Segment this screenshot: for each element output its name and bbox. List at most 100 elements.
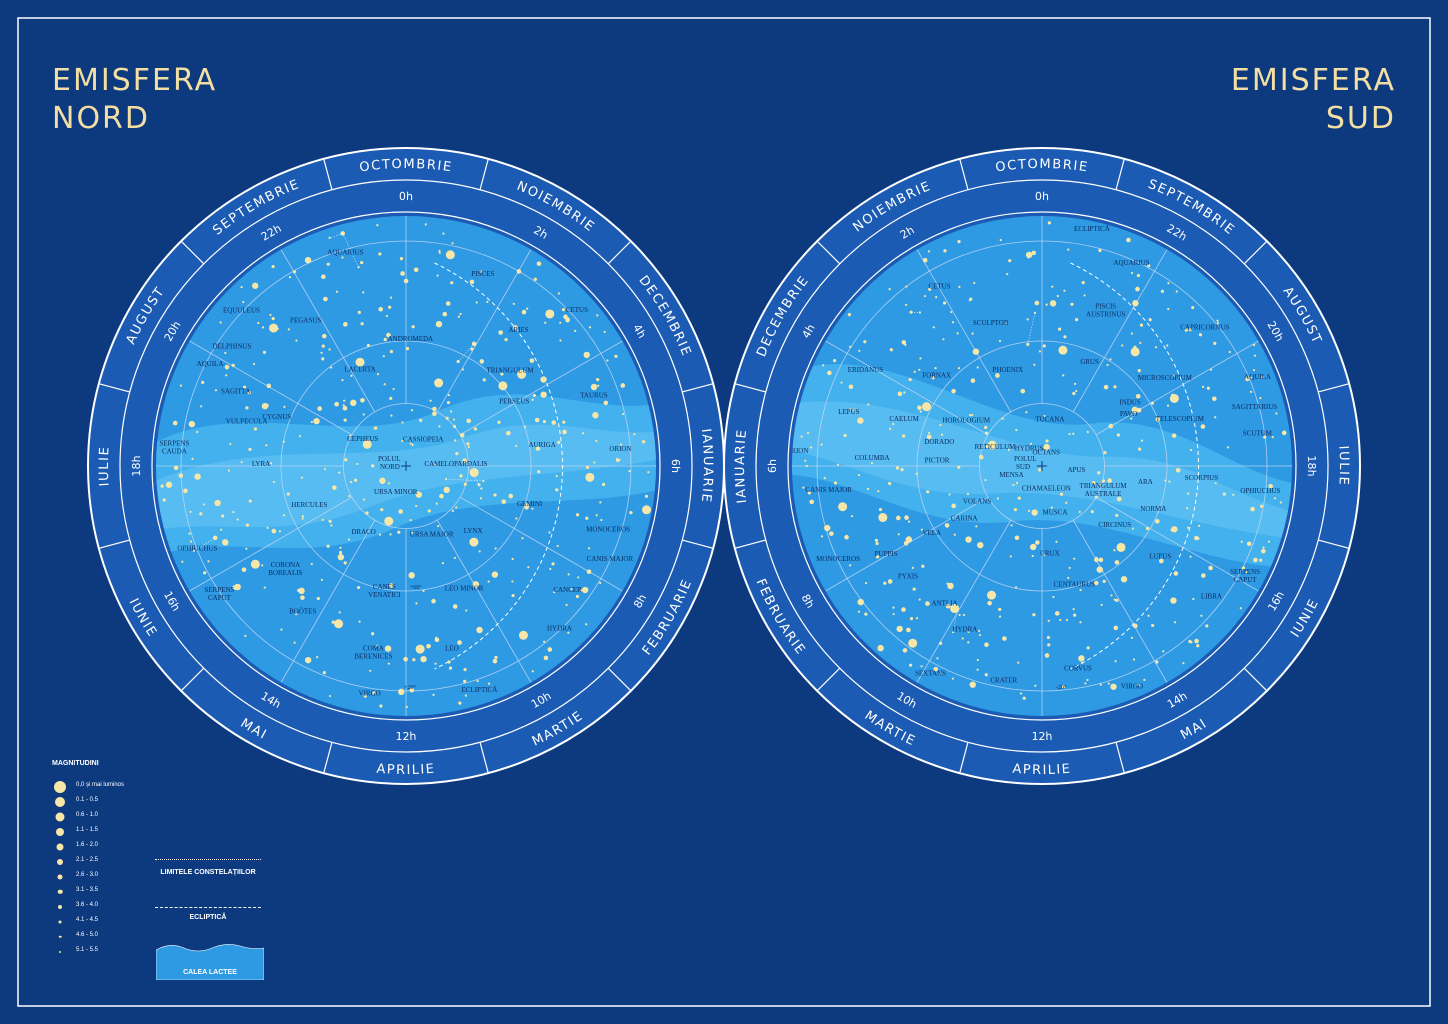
constellation-label: CETUS (928, 282, 950, 290)
star (1027, 256, 1030, 259)
star (559, 321, 562, 324)
star (464, 694, 467, 697)
star (201, 380, 205, 384)
month-label: APRILIE (376, 762, 436, 778)
star (849, 564, 852, 567)
constellation-label: ERIDANUS (848, 366, 883, 374)
star (902, 648, 908, 653)
star (1191, 305, 1195, 310)
magnitude-legend-row: 4.1 - 4.5 (52, 914, 152, 929)
star (434, 463, 437, 466)
star (1072, 432, 1075, 435)
star (257, 321, 260, 325)
star (586, 569, 592, 574)
star (619, 443, 623, 446)
constellation-label: CRUX (1040, 550, 1059, 558)
stars (800, 221, 1287, 700)
star (326, 544, 330, 548)
star (241, 567, 247, 572)
star (438, 425, 441, 428)
star (383, 383, 386, 386)
star (1232, 493, 1235, 496)
star (1114, 660, 1117, 663)
star (1034, 684, 1037, 687)
star (1226, 446, 1229, 449)
star (240, 461, 243, 464)
star (191, 457, 194, 460)
star (411, 443, 414, 447)
star (896, 515, 901, 521)
star (455, 506, 458, 509)
star (435, 502, 438, 505)
star (463, 679, 467, 683)
star (429, 399, 432, 402)
star (1019, 692, 1023, 695)
constellation-lines (193, 233, 484, 552)
star (641, 440, 646, 444)
star (1188, 328, 1192, 332)
star (415, 491, 423, 498)
star (472, 581, 480, 588)
star (555, 474, 558, 478)
star (452, 418, 456, 421)
star (328, 348, 331, 351)
star (866, 487, 870, 491)
star (1252, 343, 1256, 347)
star (1130, 332, 1133, 335)
constellation-label: FORNAX (922, 372, 951, 380)
star (323, 296, 328, 302)
star (434, 378, 444, 388)
star (802, 486, 805, 489)
star (378, 533, 382, 536)
star (951, 321, 955, 324)
star (555, 488, 559, 492)
star (227, 469, 230, 472)
hour-line (1072, 249, 1168, 413)
constellation-label: PUPPIS (875, 550, 898, 558)
star (300, 476, 304, 479)
star (587, 547, 591, 550)
star (326, 262, 330, 266)
star (1131, 527, 1134, 530)
star (820, 443, 823, 446)
star (1222, 492, 1226, 496)
star (214, 499, 221, 507)
star (1130, 271, 1134, 275)
constellation-label: LACERTA (344, 366, 375, 374)
star (971, 413, 974, 416)
star (498, 330, 503, 335)
star (1241, 566, 1246, 570)
star (338, 611, 341, 614)
star (1110, 683, 1117, 690)
star (1086, 678, 1089, 682)
star (313, 417, 320, 425)
star (970, 378, 976, 383)
star (1253, 354, 1257, 357)
star (543, 640, 546, 643)
star (833, 359, 837, 363)
star (827, 370, 832, 376)
star (304, 256, 312, 264)
star (820, 535, 824, 538)
star (901, 607, 906, 612)
star (337, 553, 345, 561)
constellation-line (464, 460, 480, 485)
star (567, 317, 570, 320)
star (1252, 369, 1256, 372)
star (603, 330, 606, 333)
star (442, 311, 448, 317)
star (452, 604, 458, 609)
star (606, 359, 609, 362)
star (1281, 430, 1287, 436)
star (947, 582, 954, 590)
star (321, 344, 325, 348)
constellation-label: PHOENIX (992, 366, 1023, 374)
star (1140, 439, 1144, 442)
constellation-line (952, 608, 958, 633)
star (943, 249, 947, 253)
constellation-label: OPHIUCHUS (177, 544, 217, 552)
star (1187, 492, 1190, 495)
constellation-label: MENSA (999, 471, 1024, 479)
star (409, 518, 412, 522)
